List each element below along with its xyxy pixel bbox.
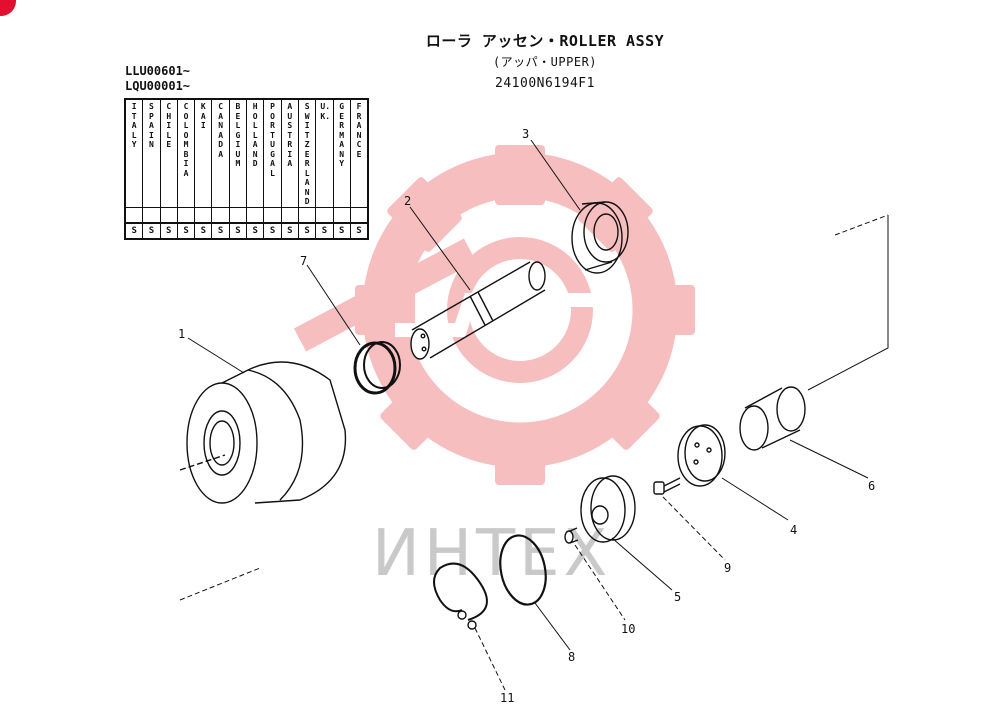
bushing-part-6 <box>739 386 806 451</box>
callout-3: 3 <box>522 127 529 141</box>
country-cell: KAI <box>194 98 213 208</box>
country-cell: COLOMBIA <box>176 98 196 208</box>
country-cell: U.K. <box>315 98 334 208</box>
value-cell: S <box>194 222 213 239</box>
country-cell: ITALY <box>124 98 144 208</box>
country-cell: GERMANY <box>332 98 351 208</box>
value-cell: S <box>263 222 282 239</box>
callout-1: 1 <box>178 327 185 341</box>
watermark-text: ИНТЕХ <box>372 517 611 591</box>
value-cell: S <box>280 222 299 239</box>
country-cell: FRANCE <box>349 98 369 208</box>
country-cell: CHILE <box>159 98 178 208</box>
drawing-title-block: ローラ アッセン・ROLLER ASSY (アッパ・UPPER) 24100N6… <box>395 30 695 91</box>
callout-11: 11 <box>500 691 514 705</box>
leader-lines <box>179 139 889 691</box>
value-cell: S <box>349 222 369 239</box>
value-cell: S <box>332 222 351 239</box>
cap-part-5 <box>580 475 636 543</box>
seal-part-7 <box>353 341 401 395</box>
callout-5: 5 <box>674 590 681 604</box>
snap-ring-part-11 <box>433 562 488 630</box>
bolt-part-9 <box>653 477 726 561</box>
callout-2: 2 <box>404 194 411 208</box>
serial-range-1: LLU00601~ <box>125 64 191 78</box>
value-cell: S <box>142 222 161 239</box>
country-cell: CANADA <box>211 98 230 208</box>
country-cell: BELGIUM <box>228 98 248 208</box>
country-cell: SPAIN <box>142 98 161 208</box>
country-name-row: ITALY SPAIN CHILE COLOMBIA KAI CANADA BE… <box>124 98 369 208</box>
drawing-title: ローラ アッセン・ROLLER ASSY <box>425 32 665 50</box>
plug-part-10 <box>564 527 579 544</box>
value-cell: S <box>159 222 178 239</box>
roller-body-part-1 <box>179 361 347 504</box>
country-applicability-table: ITALY SPAIN CHILE COLOMBIA KAI CANADA BE… <box>124 98 370 240</box>
callout-7: 7 <box>300 254 307 268</box>
country-cell: HOLLAND <box>246 98 265 208</box>
callout-10: 10 <box>621 622 635 636</box>
o-ring-part-8 <box>499 534 547 606</box>
collar-part-3 <box>571 201 629 274</box>
callout-4: 4 <box>790 523 797 537</box>
value-cell: S <box>176 222 196 239</box>
value-cell: S <box>124 222 144 239</box>
callout-9: 9 <box>724 561 731 575</box>
callout-6: 6 <box>868 479 875 493</box>
country-cell: PORTUGAL <box>263 98 282 208</box>
spacer-row <box>124 207 369 224</box>
serial-range-2: LQU00001~ <box>125 79 191 93</box>
country-cell: AUSTRIA <box>280 98 299 208</box>
part-number: 24100N6194F1 <box>495 76 595 91</box>
country-value-row: S S S S S S S S S S S S S S <box>124 222 369 239</box>
plate-part-4 <box>677 424 726 487</box>
country-cell: SWITZER LAND <box>297 98 317 208</box>
shaft-part-2 <box>410 261 546 360</box>
watermark-gear-icon <box>293 145 695 485</box>
callout-labels: 1 2 3 4 5 6 7 8 9 10 11 <box>178 127 875 705</box>
value-cell: S <box>211 222 230 239</box>
callout-8: 8 <box>568 650 575 664</box>
value-cell: S <box>228 222 248 239</box>
value-cell: S <box>246 222 265 239</box>
value-cell: S <box>297 222 317 239</box>
value-cell: S <box>315 222 334 239</box>
drawing-subtitle: (アッパ・UPPER) <box>492 55 598 69</box>
